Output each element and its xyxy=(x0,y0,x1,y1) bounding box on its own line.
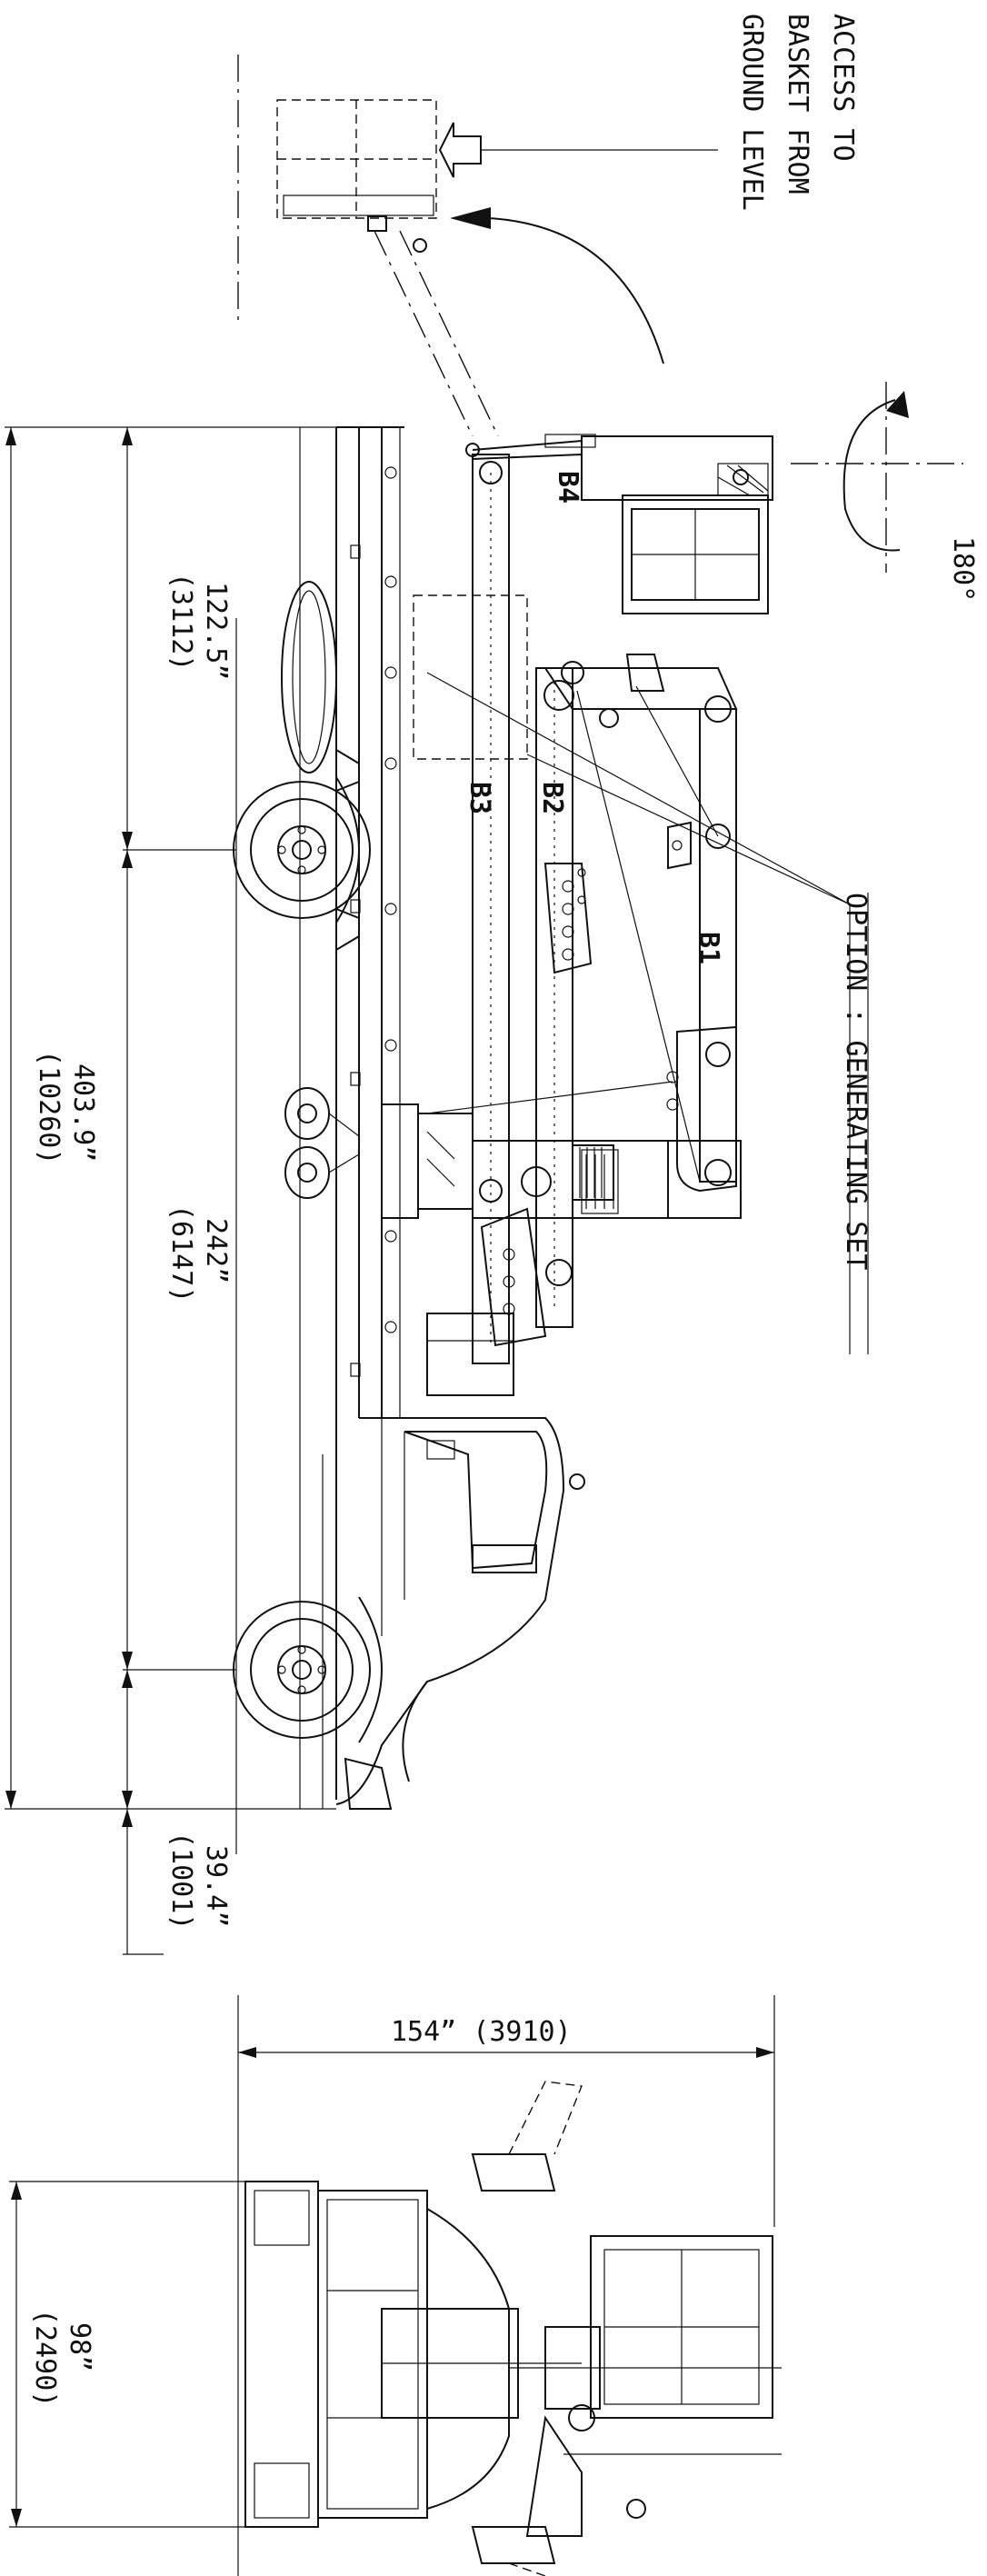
wheelbase-in: 242” xyxy=(200,1218,232,1283)
option-label: OPTION : GENERATING SET xyxy=(840,893,872,1270)
boom-b3 xyxy=(472,454,510,1364)
dimension-lines-side xyxy=(5,426,336,1955)
front-overhang-in: 39.4” xyxy=(200,1845,232,1927)
jib-linkage xyxy=(465,434,596,460)
boom-b4-label: B4 xyxy=(552,471,583,504)
basket-ground-access-view xyxy=(237,55,718,437)
rotation-indicator xyxy=(791,382,963,573)
access-line-3: GROUND LEVEL xyxy=(736,14,768,211)
truck-end-view xyxy=(9,1995,782,2576)
outrigger-rear xyxy=(284,1087,360,1199)
front-overhang-mm: (1001) xyxy=(165,1832,197,1930)
overall-length-in: 403.9” xyxy=(67,1063,99,1162)
boom-b2-label: B2 xyxy=(536,782,568,814)
label-access: ACCESS TO BASKET FROM GROUND LEVEL xyxy=(736,14,859,211)
basket xyxy=(581,435,773,614)
width-mm: (2490) xyxy=(29,2309,61,2407)
rear-overhang-in: 122.5” xyxy=(200,582,232,680)
boom-link-arms xyxy=(426,654,738,1183)
boom-b3-label: B3 xyxy=(464,782,495,814)
overall-length-mm: (10260) xyxy=(33,1050,65,1164)
boom-b1-label: B1 xyxy=(693,932,724,964)
rear-overhang-mm: (3112) xyxy=(165,573,197,671)
rear-wheel xyxy=(233,776,371,924)
wheelbase-mm: (6147) xyxy=(165,1204,197,1303)
generating-set-outline xyxy=(413,594,528,760)
tool-box xyxy=(426,1313,514,1396)
rear-spring xyxy=(335,748,360,952)
access-line-2: BASKET FROM xyxy=(782,14,813,195)
truck-cab xyxy=(335,1417,585,1810)
boom-joint-plates xyxy=(480,863,593,1347)
width-in: 98” xyxy=(64,2322,95,2371)
frame-bolts xyxy=(350,466,397,1377)
turntable xyxy=(381,1103,742,1219)
height-dimension: 154” (3910) xyxy=(391,2016,572,2048)
truck-side-view xyxy=(233,426,851,1810)
spare-wheel xyxy=(281,581,337,774)
access-line-1: ACCESS TO xyxy=(827,14,859,162)
hydraulic-block xyxy=(572,1144,614,1201)
front-wheel xyxy=(233,1596,383,1743)
rotation-angle: 180° xyxy=(947,536,979,602)
